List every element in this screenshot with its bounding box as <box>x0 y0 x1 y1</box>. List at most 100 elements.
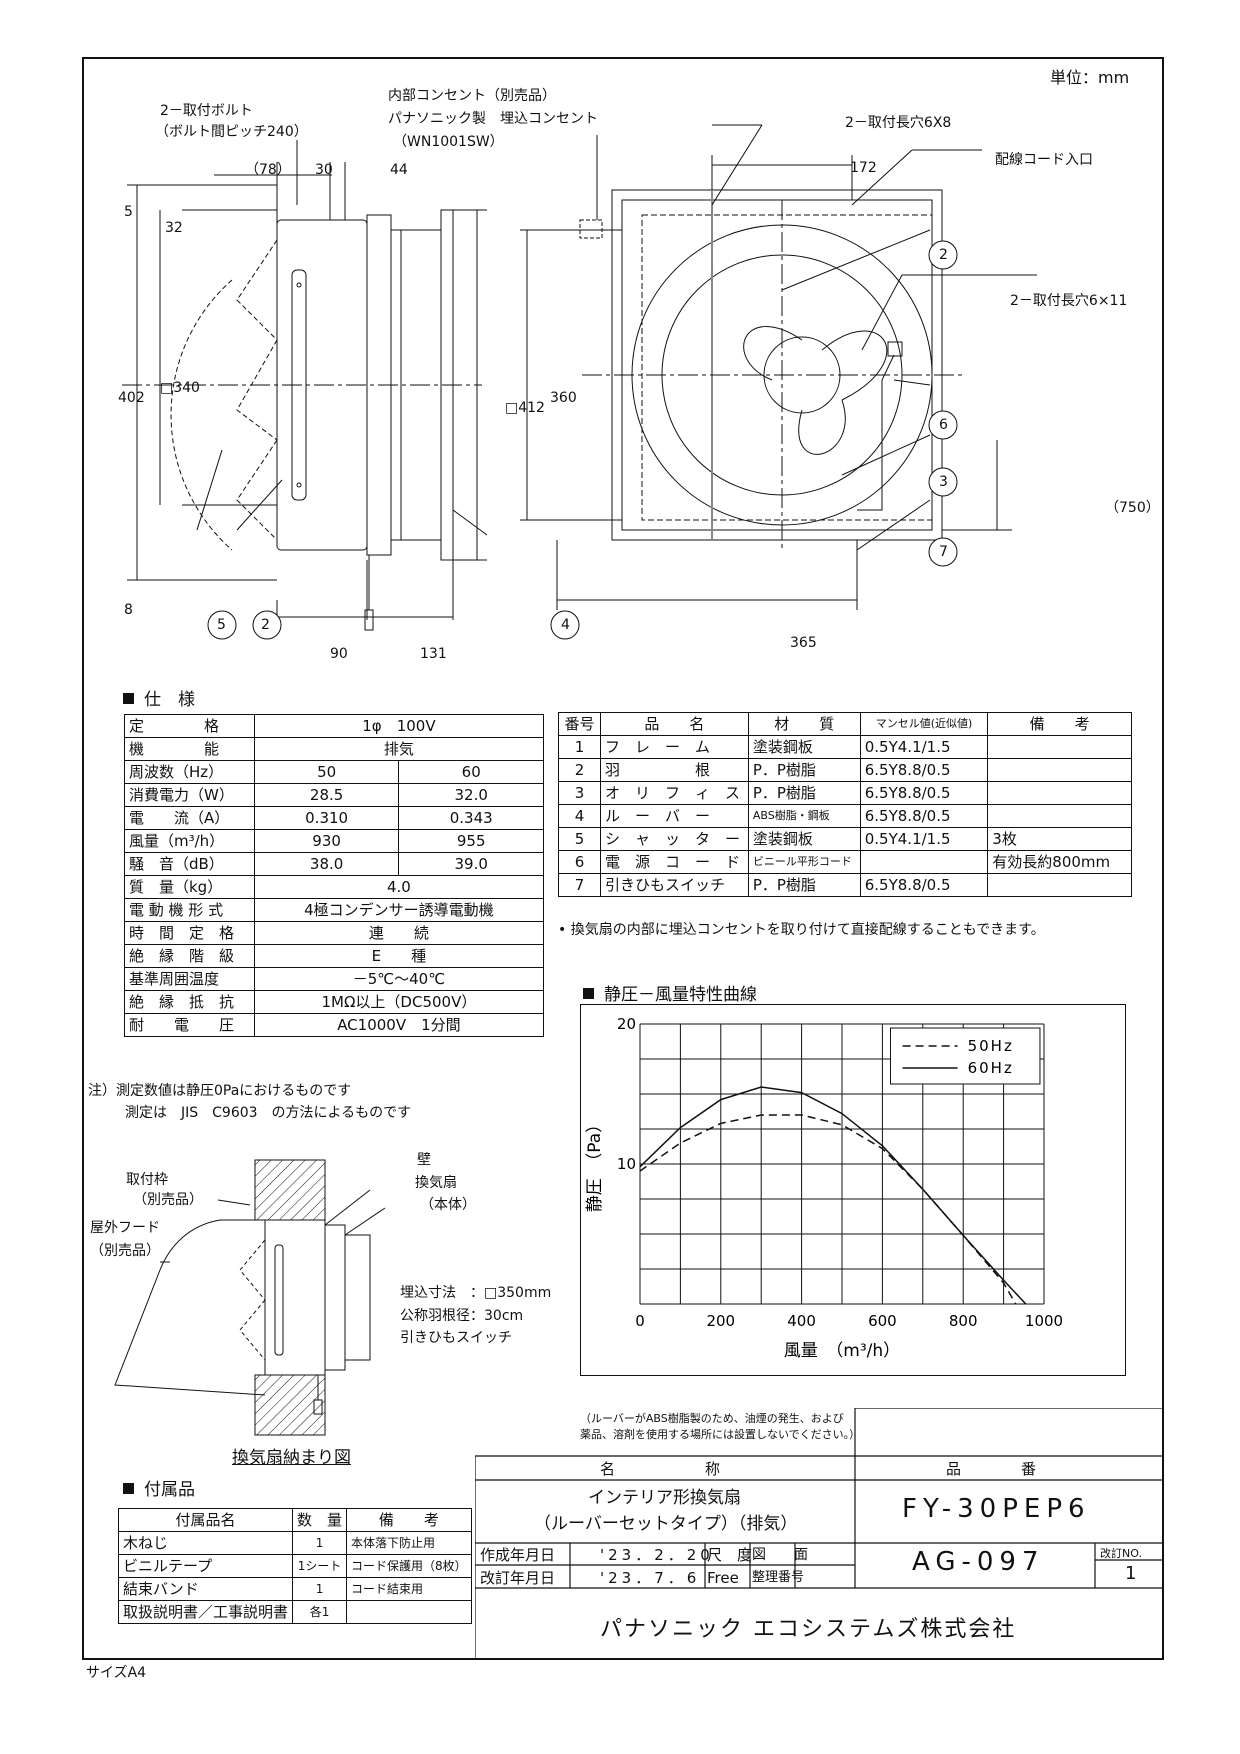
parts-no: 7 <box>558 873 601 897</box>
dim-172: 172 <box>850 160 877 176</box>
dim-340: □340 <box>160 380 200 396</box>
parts-header: 材 質 <box>747 712 861 736</box>
scale-label: 尺 度 <box>707 1546 753 1564</box>
parts-mat: P．P樹脂 <box>747 758 861 782</box>
parts-name: 引きひもスイッチ <box>599 873 749 897</box>
spec-value: 50 <box>253 760 400 784</box>
spec-label: 絶 縁 抵 抗 <box>124 990 255 1014</box>
spec-note-2: 測定は JIS C9603 の方法によるものです <box>125 1105 412 1121</box>
parts-no: 4 <box>558 804 601 828</box>
cord-inlet-note: 配線コード入口 <box>995 152 1093 168</box>
install-frame-1: 取付枠 <box>126 1172 168 1188</box>
spec-label: 定 格 <box>124 714 255 738</box>
spec-note-1: 注）測定数値は静圧0Paにおけるものです <box>88 1083 352 1099</box>
hole-top-note: 2－取付長穴6X8 <box>845 115 952 131</box>
dim-365: 365 <box>790 635 817 651</box>
parts-mat: P．P樹脂 <box>747 873 861 897</box>
caution-1: （ルーバーがABS樹脂製のため、油煙の発生、および <box>580 1412 844 1425</box>
acc-rem: 本体落下防止用 <box>346 1531 472 1555</box>
acc-name: 木ねじ <box>117 1531 294 1555</box>
parts-mun: 0.5Y4.1/1.5 <box>859 735 989 759</box>
spec-value: 連 続 <box>253 921 545 945</box>
acc-header: 備 考 <box>346 1508 472 1532</box>
parts-name: 電 源 コ ー ド <box>599 850 749 874</box>
parts-mat: 塗装鋼板 <box>747 735 861 759</box>
front-frame <box>611 189 943 541</box>
parts-name: シ ャ ッ タ ー <box>599 827 749 851</box>
spec-value: 排気 <box>253 737 545 761</box>
spec-value: 955 <box>398 829 544 853</box>
callout-4: 4 <box>561 617 570 633</box>
x-tick-label: 400 <box>787 1312 816 1330</box>
spec-label: 機 能 <box>124 737 255 761</box>
install-info-3: 引きひもスイッチ <box>400 1330 512 1346</box>
scale-value: Free <box>707 1569 739 1587</box>
spec-title: 仕 様 <box>123 690 195 710</box>
parts-header: 備 考 <box>987 712 1132 736</box>
number-label: 整理番号 <box>752 1570 805 1585</box>
spec-value: 4極コンデンサー誘導電動機 <box>253 898 545 922</box>
parts-mat: P．P樹脂 <box>747 781 861 805</box>
install-info-1: 埋込寸法 ：□350mm <box>400 1285 552 1301</box>
parts-mun: 0.5Y4.1/1.5 <box>859 827 989 851</box>
parts-no: 5 <box>558 827 601 851</box>
series-line-60Hz <box>639 1086 1027 1305</box>
callout-5: 5 <box>217 617 226 633</box>
install-hood-2: （別売品） <box>90 1243 160 1259</box>
parts-no: 2 <box>558 758 601 782</box>
acc-name: 取扱説明書／工事説明書 <box>117 1600 294 1624</box>
name-header: 名 称 <box>600 1460 721 1478</box>
outlet-note-1: 内部コンセント（別売品） <box>388 88 556 104</box>
acc-qty: 各1 <box>292 1600 348 1624</box>
parts-mun: 6.5Y8.8/0.5 <box>859 873 989 897</box>
spec-value: 1φ 100V <box>253 714 545 738</box>
spec-row: 時 間 定 格連 続 <box>124 921 545 945</box>
acc-rem: コード保護用（8枚） <box>346 1554 472 1578</box>
install-fan-1: 換気扇 <box>415 1175 457 1191</box>
paper-size: サイズA4 <box>86 1665 147 1681</box>
caution-2: 薬品、溶剤を使用する場所には設置しないでください。） <box>580 1428 861 1441</box>
x-tick-label: 200 <box>706 1312 735 1330</box>
install-drawing <box>114 1159 386 1436</box>
acc-rem <box>346 1600 472 1624</box>
parts-no: 6 <box>558 850 601 874</box>
spec-label: 基準周囲温度 <box>124 967 255 991</box>
rev-value: 1 <box>1125 1563 1137 1584</box>
parts-mun <box>859 850 989 874</box>
parts-rem <box>987 804 1132 828</box>
x-axis-label: 風量 （m³/h） <box>784 1341 900 1361</box>
y-tick-label: 10 <box>617 1155 636 1173</box>
x-tick-label: 600 <box>868 1312 897 1330</box>
bolt-note-2: （ボルト間ピッチ240） <box>155 124 308 140</box>
title-block-lines <box>475 1408 1164 1660</box>
dim-402: 402 <box>118 390 145 406</box>
parts-mun: 6.5Y8.8/0.5 <box>859 758 989 782</box>
dim-131: 131 <box>420 646 447 662</box>
acc-qty: 1 <box>292 1531 348 1555</box>
callout-1: 2 <box>261 617 270 633</box>
acc-name: 結束バンド <box>117 1577 294 1601</box>
parts-rem <box>987 758 1132 782</box>
acc-row: 取扱説明書／工事説明書各1 <box>117 1600 472 1624</box>
hole-right-note: 2－取付長穴6×11 <box>1010 293 1128 309</box>
dim-32: 32 <box>165 220 183 236</box>
x-tick-label: 0 <box>635 1312 645 1330</box>
callout-2: 2 <box>939 247 948 263</box>
parts-name: ル ー バ ー <box>599 804 749 828</box>
drawing-frame <box>82 57 1164 1660</box>
acc-header: 数 量 <box>292 1508 348 1532</box>
spec-label: 耐 電 圧 <box>124 1013 255 1037</box>
parts-mun: 6.5Y8.8/0.5 <box>859 781 989 805</box>
product-name-2: （ルーバーセットタイプ）（排気） <box>534 1514 798 1534</box>
